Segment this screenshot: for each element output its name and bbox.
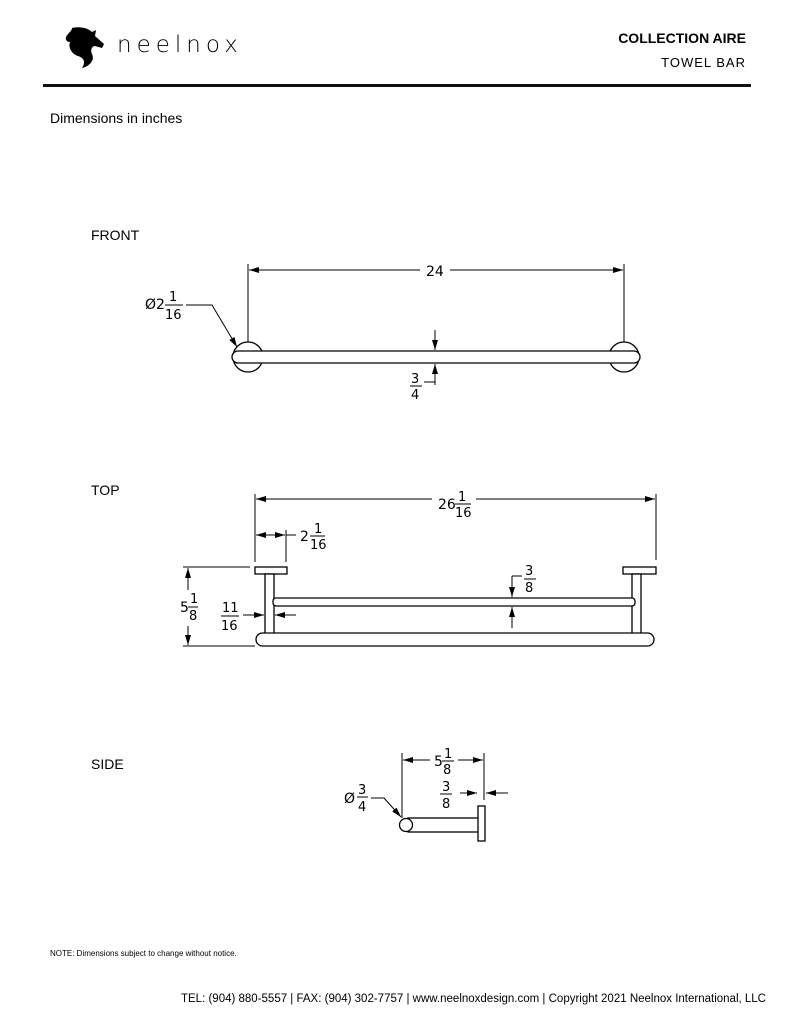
front-view-label: FRONT <box>91 227 140 243</box>
fraction-den: 16 <box>310 538 327 553</box>
footer: TEL: (904) 880-5557 | FAX: (904) 302-775… <box>180 993 766 1005</box>
fraction-num: 11 <box>222 601 239 616</box>
fraction-den: 8 <box>443 763 451 778</box>
footer-copyright: Copyright 2021 Neelnox International, LL… <box>548 993 766 1005</box>
fraction-num: 3 <box>525 564 533 579</box>
footer-tel: TEL: (904) 880-5557 <box>180 993 288 1005</box>
top-view-label: TOP <box>91 482 120 498</box>
fraction-num: 1 <box>458 490 466 505</box>
fraction-num: 3 <box>442 780 450 795</box>
fraction-den: 8 <box>189 609 197 624</box>
brand-name: neelnox <box>117 32 243 58</box>
product-title: TOWEL BAR <box>661 55 746 70</box>
front-view: 24 Ø2 1 16 3 4 <box>145 264 641 403</box>
fraction-num: 1 <box>314 522 322 537</box>
front-length-label: 24 <box>426 264 444 280</box>
units-note: Dimensions in inches <box>50 110 183 126</box>
side-diameter-prefix: Ø <box>344 791 355 807</box>
fraction-num: 3 <box>411 372 419 387</box>
fraction-den: 8 <box>442 797 450 812</box>
fraction-num: 1 <box>190 592 198 607</box>
fraction-den: 8 <box>525 581 533 596</box>
top-overall-whole: 26 <box>438 497 456 513</box>
fraction-den: 16 <box>165 308 182 323</box>
side-view-label: SIDE <box>91 756 124 772</box>
fraction-num: 3 <box>358 783 366 798</box>
horse-logo-icon <box>65 27 104 68</box>
top-view: 26 1 16 2 1 16 5 1 8 11 16 3 8 <box>178 490 657 647</box>
fraction-num: 1 <box>444 747 452 762</box>
fraction-den: 4 <box>358 800 366 815</box>
front-diameter-prefix: Ø2 <box>145 297 165 313</box>
collection-title: COLLECTION AIRE <box>618 30 746 46</box>
top-projection-whole: 5 <box>180 600 189 616</box>
fraction-den: 16 <box>221 619 238 634</box>
header-divider <box>43 84 751 87</box>
disclaimer-note: NOTE: Dimensions subject to change witho… <box>50 949 237 958</box>
fraction-num: 1 <box>169 290 177 305</box>
top-plate-whole: 2 <box>300 529 309 545</box>
footer-website-link[interactable]: www.neelnoxdesign.com <box>412 993 540 1005</box>
side-view: 5 1 8 3 8 Ø 3 4 <box>344 747 508 842</box>
fraction-den: 16 <box>455 506 472 521</box>
side-projection-whole: 5 <box>434 754 443 770</box>
footer-fax: FAX: (904) 302-7757 <box>296 993 404 1005</box>
fraction-den: 4 <box>411 388 419 403</box>
